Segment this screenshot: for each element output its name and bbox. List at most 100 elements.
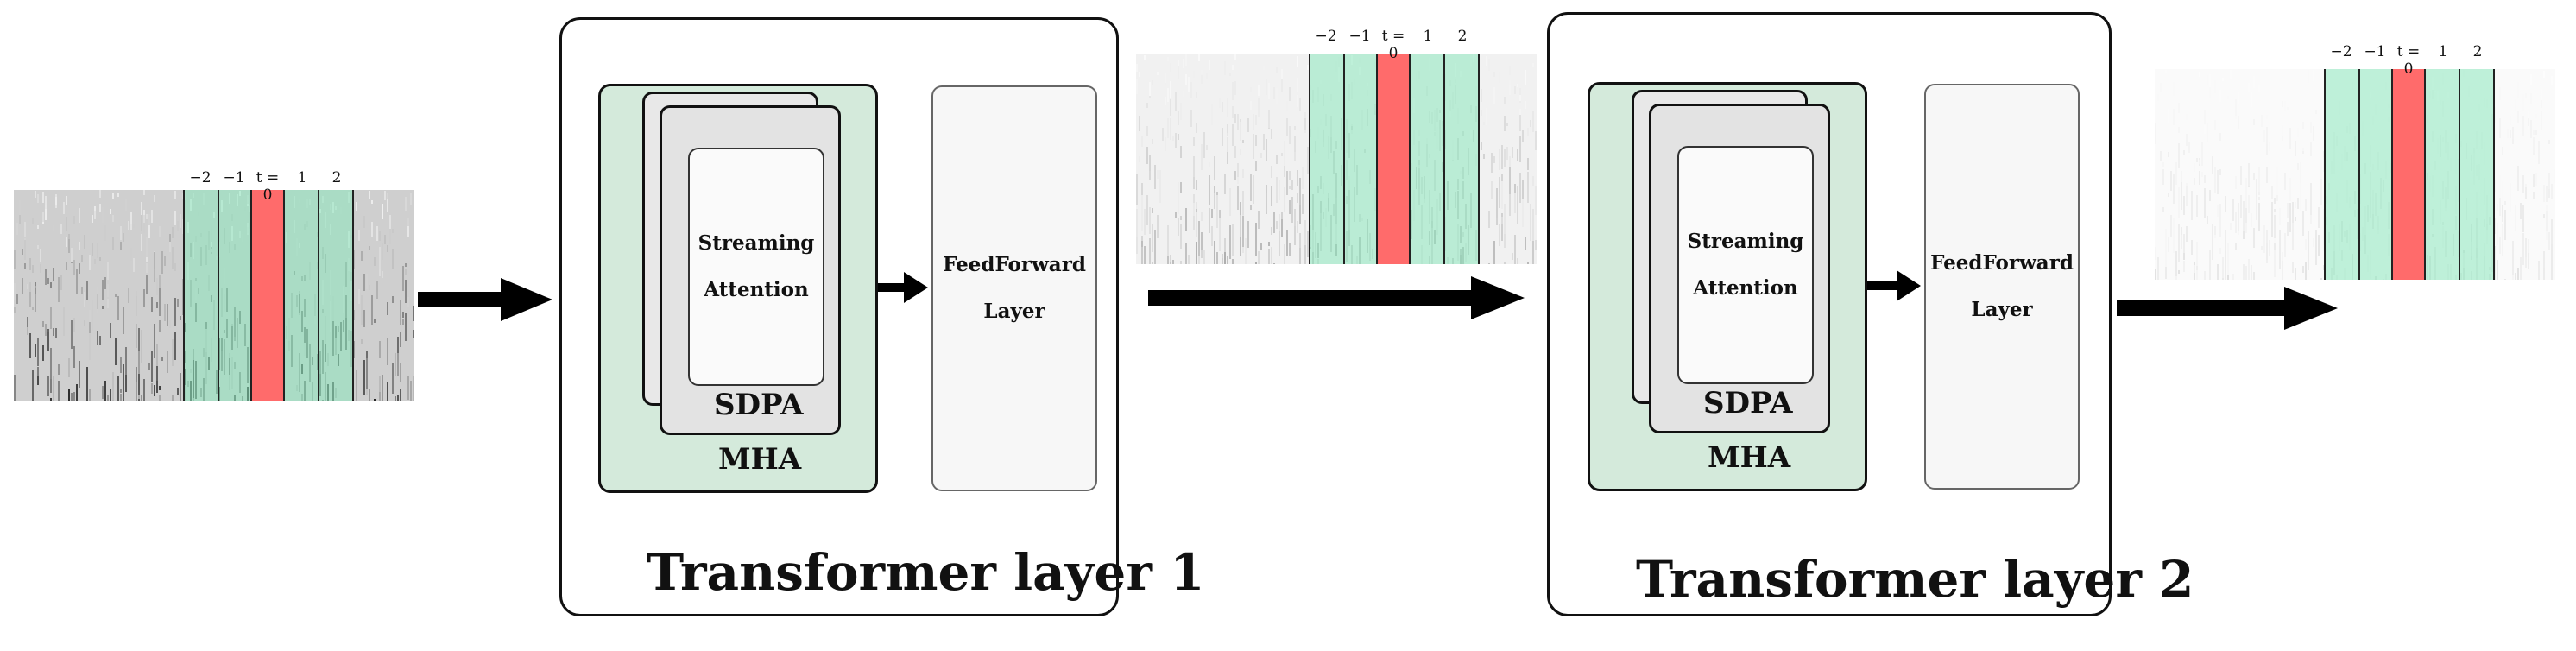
spectrogram-streak: [2287, 222, 2289, 236]
spectrogram-streak: [392, 296, 394, 303]
spectrogram-streak: [1240, 235, 1241, 256]
spectrogram-streak: [1499, 224, 1500, 246]
spectrogram-streak: [387, 245, 388, 252]
spectrogram-streak: [2530, 120, 2532, 138]
spectrogram-streak: [143, 289, 145, 307]
spectrogram-streak: [1530, 123, 1531, 133]
spectrogram-streak: [2214, 226, 2216, 235]
spectrogram-streak: [395, 396, 396, 401]
feedforward-label-line1: FeedForward: [1930, 251, 2074, 275]
spectrogram-streak: [2541, 96, 2542, 108]
spectrogram-streak: [1209, 60, 1210, 70]
spectrogram-streak: [2168, 237, 2169, 252]
spectrogram-streak: [2510, 130, 2511, 138]
spectrogram-streak: [2313, 70, 2314, 81]
spectrogram-streak: [1276, 177, 1278, 203]
spectrogram-streak: [2305, 199, 2307, 211]
spectrogram-streak: [1149, 155, 1151, 171]
spectrogram-streak: [2225, 230, 2226, 261]
spectrogram-streak: [397, 395, 399, 401]
spectrogram-streak: [1165, 73, 1166, 83]
hidden-spectrogram-1: [1136, 54, 1537, 264]
spectrogram-streak: [42, 212, 44, 222]
spectrogram-streak: [125, 199, 127, 211]
spectrogram-streak: [1240, 202, 1241, 220]
spectrogram-streak: [22, 249, 23, 255]
frame-minus-1: [2360, 69, 2393, 280]
spectrogram-streak: [1307, 231, 1309, 257]
spectrogram-streak: [177, 221, 179, 231]
spectrogram-streak: [2207, 123, 2208, 142]
spectrogram-streak: [112, 193, 114, 199]
spectrogram-streak: [379, 265, 381, 276]
spectrogram-streak: [376, 226, 378, 241]
spectrogram-streak: [2502, 224, 2503, 256]
spectrogram-streak: [1141, 247, 1143, 264]
spectrogram-streak: [174, 332, 176, 360]
spectrogram-streak: [2507, 129, 2509, 138]
spectrogram-streak: [2263, 130, 2265, 142]
layer-title: Transformer layer 1: [647, 543, 1205, 602]
spectrogram-streak: [1183, 59, 1184, 68]
spectrogram-streak: [1501, 145, 1503, 169]
spectrogram-streak: [2227, 243, 2229, 275]
mha-label: MHA: [1708, 440, 1791, 475]
spectrogram-streak: [159, 288, 161, 316]
spectrogram-streak: [16, 294, 18, 304]
spectrogram-streak: [2212, 224, 2213, 260]
spectrogram-streak: [1157, 215, 1159, 238]
spectrogram-streak: [1193, 203, 1195, 216]
spectrogram-streak: [161, 357, 163, 361]
spectrogram-streak: [1170, 63, 1171, 72]
spectrogram-streak: [2269, 142, 2270, 151]
spectrogram-streak: [2248, 83, 2250, 92]
frame-window: [2324, 69, 2495, 280]
spectrogram-streak: [384, 191, 386, 200]
spectrogram-streak: [79, 242, 80, 250]
spectrogram-streak: [2525, 93, 2527, 98]
spectrogram-streak: [2287, 110, 2289, 123]
spectrogram-streak: [2282, 133, 2283, 141]
spectrogram-streak: [2194, 178, 2195, 185]
spectrogram-streak: [148, 214, 150, 225]
spectrogram-streak: [2499, 118, 2501, 138]
spectrogram-streak: [2497, 260, 2498, 280]
spectrogram-streak: [53, 225, 54, 231]
spectrogram-streak: [2238, 92, 2239, 104]
frame-tick-labels: −2 −1 t = 0 1 2: [183, 169, 354, 204]
spectrogram-streak: [363, 310, 365, 327]
spectrogram-streak: [1219, 210, 1221, 218]
spectrogram-streak: [1229, 55, 1231, 68]
spectrogram-streak: [1196, 209, 1197, 212]
spectrogram-streak: [1496, 188, 1498, 218]
spectrogram-streak: [2173, 174, 2175, 204]
spectrogram-streak: [1255, 135, 1257, 146]
frame-tick-labels: −2 −1 t = 0 1 2: [2324, 43, 2495, 78]
spectrogram-streak: [1263, 134, 1265, 150]
spectrogram-streak: [66, 217, 67, 231]
spectrogram-streak: [29, 333, 31, 358]
spectrogram-streak: [2520, 257, 2522, 280]
spectrogram-streak: [141, 395, 142, 401]
spectrogram-streak: [1271, 186, 1272, 206]
spectrogram-streak: [138, 374, 140, 401]
spectrogram-streak: [400, 300, 401, 325]
spectrogram-streak: [1232, 224, 1234, 256]
spectrogram-streak: [2191, 240, 2193, 255]
spectrogram-streak: [1167, 57, 1169, 61]
spectrogram-streak: [1250, 87, 1252, 92]
spectrogram-streak: [68, 234, 70, 239]
spectrogram-streak: [1525, 101, 1526, 109]
spectrogram-streak: [1139, 72, 1140, 77]
spectrogram-streak: [68, 238, 70, 253]
spectrogram-streak: [1167, 256, 1169, 264]
spectrogram-streak: [2219, 169, 2221, 175]
spectrogram-streak: [2535, 173, 2537, 186]
spectrogram-streak: [92, 300, 93, 331]
spectrogram-streak: [2528, 239, 2529, 262]
spectrogram-streak: [1178, 182, 1179, 214]
spectrogram-streak: [353, 341, 355, 358]
spectrogram-streak: [366, 274, 368, 289]
spectrogram-streak: [167, 351, 168, 373]
spectrogram-streak: [2175, 162, 2177, 185]
